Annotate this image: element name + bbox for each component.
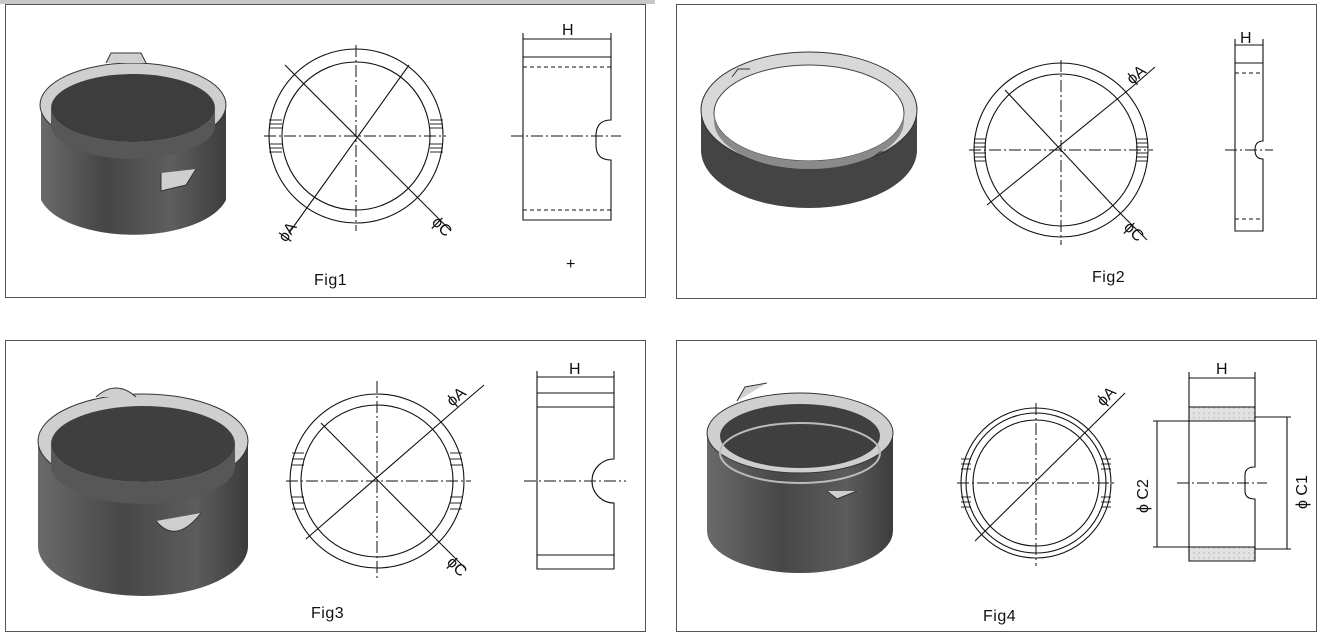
circle-view-3: ϕA ϕC xyxy=(286,381,485,581)
dim-label-h: H xyxy=(569,361,581,378)
figure-3-drawing: ϕA ϕC H Fig3 xyxy=(37,361,626,622)
figure-panel-2: ϕA ϕC H Fig2 xyxy=(676,4,1317,299)
ring-3d-render-3 xyxy=(37,387,249,596)
dim-label-a: ϕA xyxy=(275,219,300,245)
dim-label-h: H xyxy=(1216,361,1228,378)
dim-label-c: ϕC xyxy=(443,554,470,581)
ring-3d-render-2 xyxy=(700,51,918,208)
figure-panel-1: ϕA ϕC H + Fig1 xyxy=(5,4,646,298)
plus-mark: + xyxy=(566,256,576,273)
side-view-4: H ϕ C2 ϕ C1 xyxy=(1135,361,1311,562)
figure-caption-2: Fig2 xyxy=(1092,269,1125,286)
dim-label-a: ϕA xyxy=(1124,62,1150,88)
figure-panel-3: ϕA ϕC H Fig3 xyxy=(5,340,646,632)
figure-1-drawing: ϕA ϕC H + Fig1 xyxy=(39,22,621,289)
ring-3d-render-1 xyxy=(39,52,227,235)
dim-label-c2: ϕ C2 xyxy=(1135,479,1152,513)
figure-4-drawing: ϕA H ϕ C2 ϕ C1 Fig4 xyxy=(706,361,1311,625)
top-scroll-strip xyxy=(0,0,655,4)
figure-panel-4: ϕA H ϕ C2 ϕ C1 Fig4 xyxy=(676,340,1317,632)
side-view-2: H xyxy=(1225,30,1273,232)
circle-view-1: ϕA ϕC xyxy=(264,45,455,245)
dim-label-c1: ϕ C1 xyxy=(1294,475,1311,509)
side-view-1: H xyxy=(511,22,621,221)
circle-view-4: ϕA xyxy=(957,384,1126,566)
dim-label-h: H xyxy=(562,22,574,39)
circle-view-2: ϕA ϕC xyxy=(969,60,1156,246)
figure-caption-1: Fig1 xyxy=(314,272,347,289)
figure-caption-4: Fig4 xyxy=(983,608,1016,625)
figure-caption-3: Fig3 xyxy=(311,605,344,622)
dim-label-a: ϕA xyxy=(444,384,470,410)
dim-label-c: ϕC xyxy=(428,214,455,241)
side-view-3: H xyxy=(524,361,626,570)
dim-label-h: H xyxy=(1240,30,1252,47)
ring-3d-render-4 xyxy=(706,382,894,573)
dim-label-a: ϕA xyxy=(1094,384,1120,410)
figure-2-drawing: ϕA ϕC H Fig2 xyxy=(700,30,1273,286)
dim-label-c: ϕC xyxy=(1120,219,1147,246)
